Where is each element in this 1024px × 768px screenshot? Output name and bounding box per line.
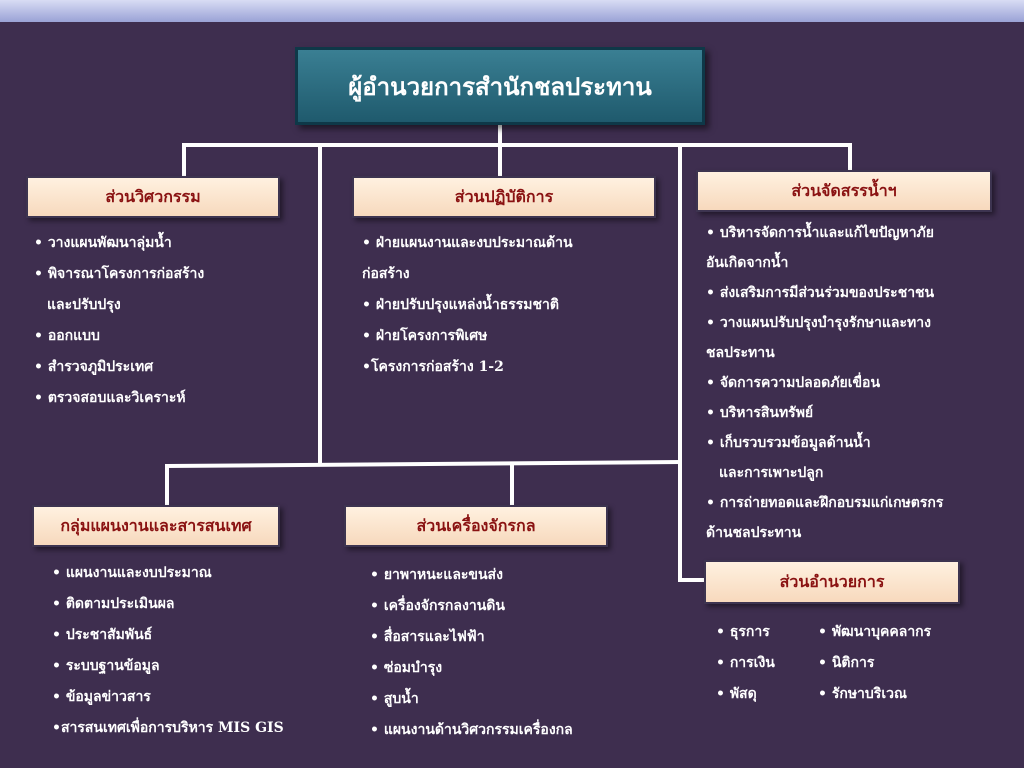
list-item: • ตรวจสอบและวิเคราะห์: [34, 390, 186, 406]
list-item: และปรับปรุง: [47, 297, 121, 313]
list-item: • ยาพาหนะและขนส่ง: [370, 567, 503, 583]
administration-unit-box: ส่วนอำนวยการ: [704, 560, 960, 604]
list-item: ก่อสร้าง: [362, 266, 410, 282]
list-item: • ฝ่ายแผนงานและงบประมาณด้าน: [362, 235, 573, 251]
planning-info-task-list: • แผนงานและงบประมาณ • ติดตามประเมินผล • …: [52, 558, 284, 744]
engineering-unit-box: ส่วนวิศวกรรม: [26, 176, 280, 218]
list-item: • บริหารจัดการน้ำและแก้ไขปัญหาภัย: [706, 225, 934, 241]
list-item: ด้านชลประทาน: [706, 525, 802, 541]
water-allocation-task-list: • บริหารจัดการน้ำและแก้ไขปัญหาภัย อันเกิ…: [706, 218, 943, 548]
list-item: • ฝ่ายโครงการพิเศษ: [362, 328, 488, 344]
list-item: • สื่อสารและไฟฟ้า: [370, 629, 485, 645]
list-item: • ส่งเสริมการมีส่วนร่วมของประชาชน: [706, 285, 935, 301]
machinery-unit-box: ส่วนเครื่องจักรกล: [344, 505, 608, 547]
engineering-unit-title: ส่วนวิศวกรรม: [105, 186, 201, 206]
list-item: • วางแผนพัฒนาลุ่มน้ำ: [34, 235, 172, 251]
list-item: และการเพาะปลูก: [719, 465, 824, 481]
list-item: • เก็บรวบรวมข้อมูลด้านน้ำ: [706, 435, 871, 451]
lower-horizontal: [164, 459, 683, 469]
water-allocation-unit-box: ส่วนจัดสรรน้ำฯ: [696, 170, 992, 212]
list-item: • วางแผนปรับปรุงบำรุงรักษาและทาง: [706, 315, 931, 331]
list-item: • รักษาบริเวณ: [818, 686, 907, 702]
machinery-unit-title: ส่วนเครื่องจักรกล: [416, 515, 536, 535]
operations-unit-box: ส่วนปฏิบัติการ: [352, 176, 656, 218]
list-item: • แผนงานด้านวิศวกรรมเครื่องกล: [370, 722, 573, 738]
administration-unit-title: ส่วนอำนวยการ: [779, 571, 885, 591]
administration-task-list-left: • ธุรการ • การเงิน • พัสดุ: [716, 617, 775, 710]
engineering-task-list: • วางแผนพัฒนาลุ่มน้ำ • พิจารณาโครงการก่อ…: [34, 228, 204, 414]
top-title-bar: [0, 0, 1024, 22]
list-item: • ซ่อมบำรุง: [370, 660, 443, 676]
machinery-task-list: • ยาพาหนะและขนส่ง • เครื่องจักรกลงานดิน …: [370, 560, 573, 746]
list-item: • เครื่องจักรกลงานดิน: [370, 598, 505, 614]
list-item: • ธุรการ: [716, 624, 770, 640]
list-item: • สูบน้ำ: [370, 691, 419, 707]
director-box: ผู้อำนวยการสำนักชลประทาน: [295, 47, 705, 125]
water-allocation-unit-title: ส่วนจัดสรรน้ำฯ: [791, 180, 897, 200]
list-item: • บริหารสินทรัพย์: [706, 405, 814, 421]
list-item: • การถ่ายทอดและฝึกอบรมแก่เกษตรกร: [706, 495, 944, 511]
operations-task-list: • ฝ่ายแผนงานและงบประมาณด้าน ก่อสร้าง • ฝ…: [362, 228, 573, 383]
administration-task-list-right: • พัฒนาบุคคลากร • นิติการ • รักษาบริเวณ: [818, 617, 931, 710]
operations-unit-title: ส่วนปฏิบัติการ: [454, 186, 554, 206]
list-item: • นิติการ: [818, 655, 875, 671]
list-item: • พัฒนาบุคคลากร: [818, 624, 932, 640]
director-title: ผู้อำนวยการสำนักชลประทาน: [348, 71, 652, 101]
list-item: • พิจารณาโครงการก่อสร้าง: [34, 266, 205, 282]
list-item: อันเกิดจากน้ำ: [706, 255, 789, 271]
list-item: •สารสนเทศเพื่อการบริหาร MIS GIS: [52, 720, 284, 736]
planning-info-unit-title: กลุ่มแผนงานและสารสนเทศ: [60, 515, 252, 535]
list-item: • สำรวจภูมิประเทศ: [34, 359, 154, 375]
list-item: • ฝ่ายปรับปรุงแหล่งน้ำธรรมชาติ: [362, 297, 559, 313]
list-item: • ระบบฐานข้อมูล: [52, 658, 160, 674]
list-item: • จัดการความปลอดภัยเขื่อน: [706, 375, 881, 391]
list-item: • ออกแบบ: [34, 328, 100, 344]
list-item: • ประชาสัมพันธ์: [52, 627, 153, 643]
list-item: • ข้อมูลข่าวสาร: [52, 689, 151, 705]
list-item: ชลประทาน: [706, 345, 775, 361]
list-item: •โครงการก่อสร้าง 1-2: [362, 359, 504, 375]
list-item: • พัสดุ: [716, 686, 757, 702]
planning-info-unit-box: กลุ่มแผนงานและสารสนเทศ: [32, 505, 280, 547]
list-item: • แผนงานและงบประมาณ: [52, 565, 212, 581]
list-item: • ติดตามประเมินผล: [52, 596, 175, 612]
list-item: • การเงิน: [716, 655, 775, 671]
